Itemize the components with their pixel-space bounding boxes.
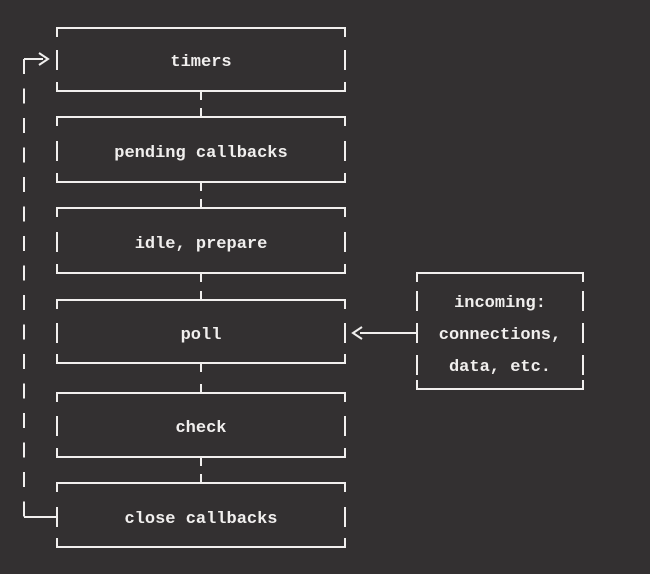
phase-box-idle-prepare: idle, prepare <box>56 199 346 282</box>
box-top-border <box>56 299 346 309</box>
box-bottom-border <box>416 380 584 390</box>
phase-label: idle, prepare <box>135 235 268 254</box>
box-bottom-border <box>56 173 346 183</box>
box-top-border <box>416 272 584 282</box>
incoming-label-line3: data, etc. <box>449 358 551 377</box>
box-bottom-border <box>56 354 346 364</box>
phase-label: timers <box>170 53 231 72</box>
phase-label: close callbacks <box>124 510 277 529</box>
phase-label: poll <box>181 326 222 345</box>
phase-box-check: check <box>56 384 346 466</box>
phase-box-timers: timers <box>56 27 346 100</box>
box-bottom-border <box>56 538 346 548</box>
phase-box-pending-callbacks: pending callbacks <box>56 108 346 191</box>
box-bottom-border <box>56 448 346 458</box>
incoming-box: incoming: connections, data, etc. <box>416 272 584 390</box>
right-arrowhead-icon <box>38 52 50 66</box>
box-top-border <box>56 27 346 37</box>
box-top-border <box>56 482 346 492</box>
phase-box-close-callbacks: close callbacks <box>56 474 346 548</box>
box-top-border <box>56 392 346 402</box>
left-arrowhead-icon <box>351 326 363 340</box>
box-top-border <box>56 116 346 126</box>
incoming-arrow <box>351 326 417 340</box>
incoming-label-line2: connections, <box>439 326 561 345</box>
phase-label: check <box>175 419 226 438</box>
box-bottom-border <box>56 82 346 92</box>
phase-box-poll: poll <box>56 291 346 372</box>
phase-label: pending callbacks <box>114 144 287 163</box>
box-top-border <box>56 207 346 217</box>
incoming-label-line1: incoming: <box>454 294 546 313</box>
loop-arrow <box>23 52 56 518</box>
box-bottom-border <box>56 264 346 274</box>
